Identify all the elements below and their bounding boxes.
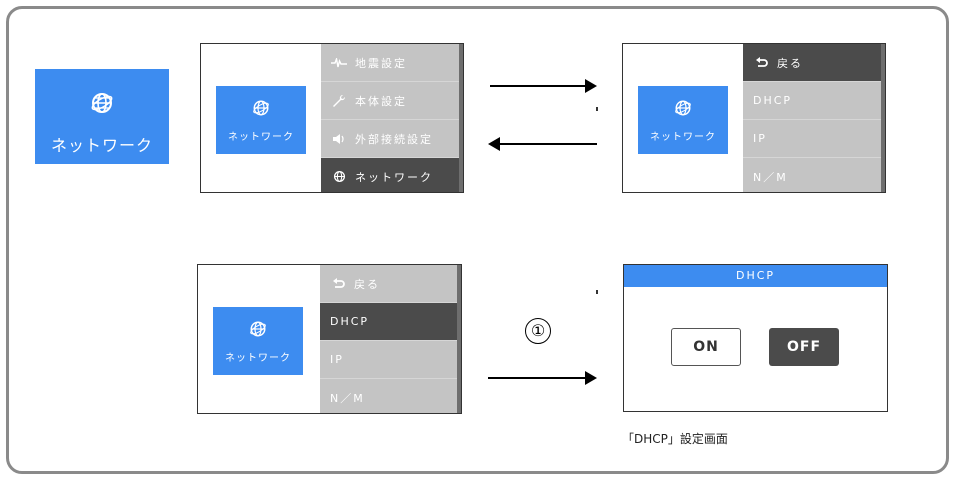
scrollbar[interactable] — [459, 44, 463, 192]
scrollbar[interactable] — [881, 44, 885, 192]
network-app-icon[interactable]: ネットワーク — [35, 69, 169, 164]
menu-item-label: 地震設定 — [355, 56, 407, 70]
forward-arrow — [488, 371, 597, 385]
menu-item-back[interactable]: 戻る — [320, 265, 457, 303]
globe-icon — [674, 99, 692, 121]
menu-item-dhcp[interactable]: DHCP — [320, 303, 457, 341]
network-tile: ネットワーク — [213, 307, 303, 375]
dialog-title: DHCP — [624, 265, 887, 287]
return-icon — [753, 56, 769, 69]
menu-item-external-connection[interactable]: 外部接続設定 — [321, 120, 459, 158]
network-tile-label: ネットワーク — [228, 132, 294, 143]
menu-item-ip[interactable]: IP — [320, 341, 457, 379]
globe-icon — [249, 320, 267, 342]
network-tile-label: ネットワーク — [225, 353, 291, 364]
menu-item-ip[interactable]: IP — [743, 120, 881, 158]
return-icon — [330, 277, 346, 290]
forward-arrow — [490, 79, 597, 93]
scrollbar[interactable] — [457, 265, 461, 413]
off-button[interactable]: OFF — [769, 328, 839, 366]
menu-item-label: IP — [330, 353, 344, 366]
menu-item-netmask[interactable]: N／M — [320, 379, 457, 413]
menu-item-network[interactable]: ネットワーク — [321, 158, 459, 192]
tick-mark — [596, 290, 598, 294]
side-menu: 戻る DHCP IP N／M — [320, 265, 457, 413]
menu-item-back[interactable]: 戻る — [743, 44, 881, 82]
side-menu: 戻る DHCP IP N／M — [743, 44, 881, 192]
menu-item-label: 戻る — [354, 277, 380, 291]
globe-icon — [331, 170, 347, 183]
network-tile: ネットワーク — [638, 86, 728, 154]
step-marker: ① — [525, 318, 551, 344]
menu-item-label: DHCP — [330, 315, 370, 328]
menu-item-label: ネットワーク — [355, 170, 433, 184]
menu-item-label: IP — [753, 132, 767, 145]
on-button[interactable]: ON — [671, 328, 741, 366]
waveform-icon — [331, 57, 347, 68]
dialog-caption: 「DHCP」設定画面 — [622, 432, 728, 446]
network-tile: ネットワーク — [216, 86, 306, 154]
globe-icon — [252, 99, 270, 121]
network-app-label: ネットワーク — [50, 136, 153, 155]
dhcp-dialog: DHCP ON OFF — [623, 264, 888, 412]
back-arrow — [488, 137, 597, 151]
menu-item-device-settings[interactable]: 本体設定 — [321, 82, 459, 120]
menu-item-label: 戻る — [777, 56, 803, 70]
side-menu: 地震設定 本体設定 外部接続設定 ネットワーク — [321, 44, 459, 192]
main-menu-screen: ネットワーク 地震設定 本体設定 外部接続設定 ネットワーク — [200, 43, 464, 193]
menu-item-dhcp[interactable]: DHCP — [743, 82, 881, 120]
menu-item-label: 本体設定 — [355, 94, 407, 108]
menu-item-earthquake-settings[interactable]: 地震設定 — [321, 44, 459, 82]
menu-item-label: N／M — [330, 391, 365, 405]
wrench-icon — [331, 94, 347, 108]
tick-mark — [596, 107, 598, 111]
network-tile-label: ネットワーク — [650, 132, 716, 143]
menu-item-label: N／M — [753, 170, 788, 184]
globe-icon — [90, 91, 114, 119]
menu-item-netmask[interactable]: N／M — [743, 158, 881, 192]
speaker-icon — [331, 133, 347, 145]
network-menu-screen: ネットワーク 戻る DHCP IP N／M — [622, 43, 886, 193]
network-menu-dhcp-screen: ネットワーク 戻る DHCP IP N／M — [197, 264, 462, 414]
menu-item-label: 外部接続設定 — [355, 132, 433, 146]
menu-item-label: DHCP — [753, 94, 793, 107]
